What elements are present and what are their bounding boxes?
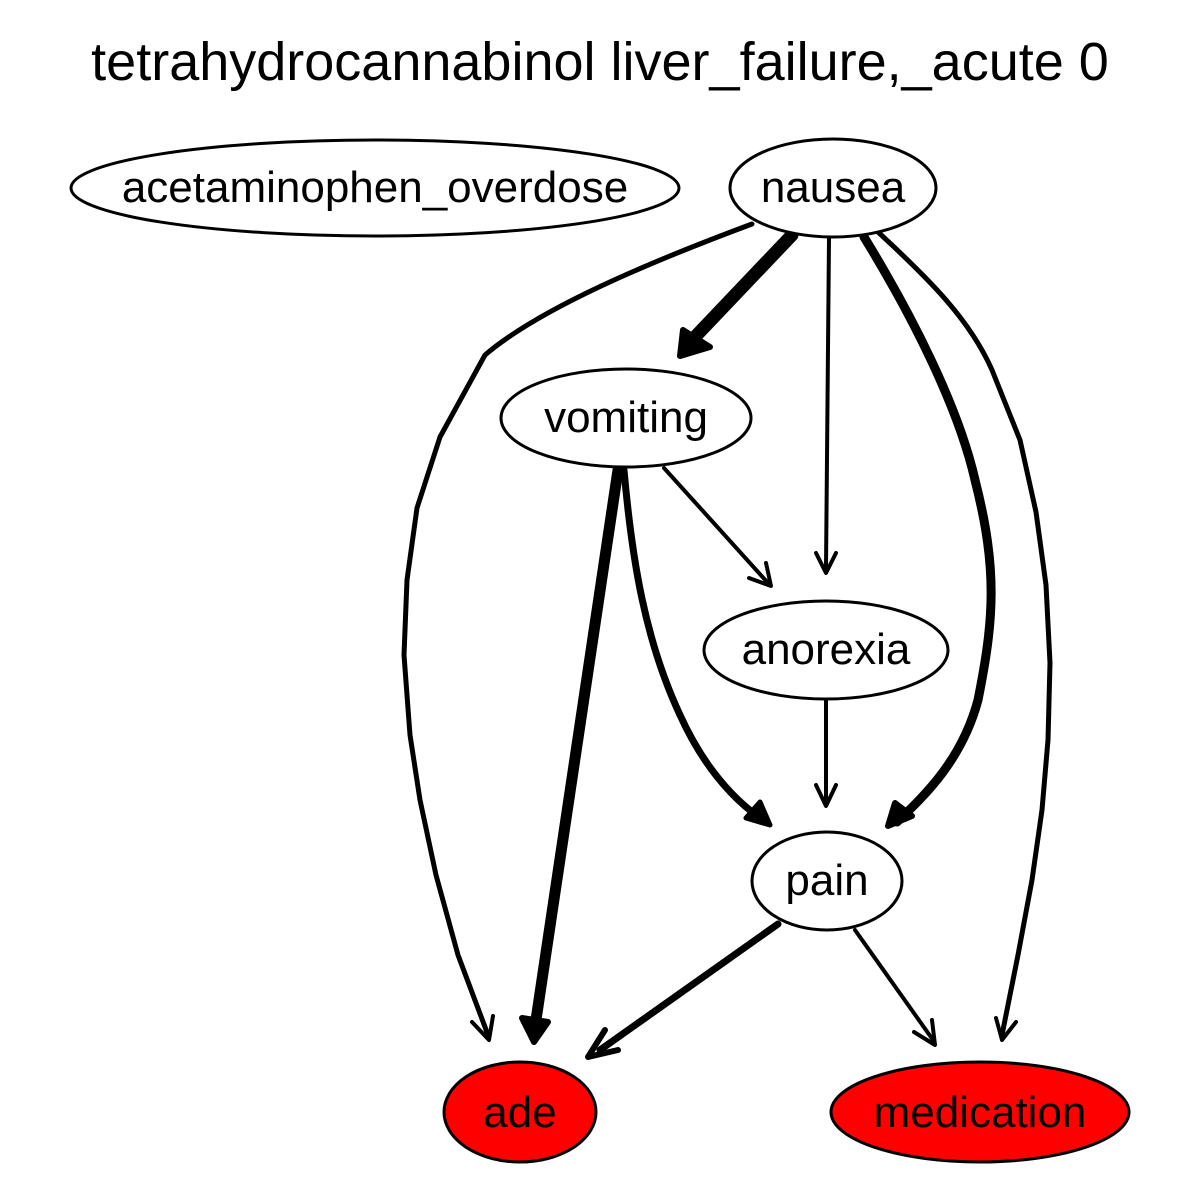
edge-nausea-vomiting (687, 228, 799, 345)
node-shape (499, 367, 753, 469)
arrowhead-nausea-pain (885, 800, 915, 829)
graph-title: tetrahydrocannabinol liver_failure,_acut… (91, 32, 1109, 92)
node-label: ade (483, 1088, 556, 1137)
node-anorexia[interactable]: anorexia (702, 599, 950, 701)
node-shape (69, 138, 681, 238)
node-label: vomiting (544, 393, 708, 442)
edge-vomiting-anorexia (662, 466, 770, 585)
node-shape (442, 1060, 598, 1164)
node-pain[interactable]: pain (750, 830, 904, 932)
arrowhead-nausea-ade (470, 1014, 495, 1042)
node-label: medication (874, 1088, 1087, 1137)
edge-nausea-ade (401, 221, 755, 1038)
node-label: nausea (761, 163, 906, 212)
arrowhead-anorexia-pain (814, 783, 838, 808)
node-ade[interactable]: ade (442, 1060, 598, 1164)
node-label: acetaminophen_overdose (122, 163, 628, 212)
edge-pain-medication (853, 928, 935, 1042)
edge-vomiting-ade (530, 464, 624, 1026)
arrowhead-vomiting-anorexia (747, 561, 773, 588)
node-shape (829, 1060, 1131, 1164)
arrowhead-nausea-medication (994, 1016, 1018, 1042)
edge-nausea-pain (859, 232, 996, 827)
arrowhead-vomiting-pain (743, 799, 773, 828)
node-shape (750, 830, 904, 932)
edge-pain-ade (596, 920, 782, 1054)
arrowhead-nausea-anorexia (814, 551, 838, 575)
node-label: pain (785, 856, 868, 905)
arrowhead-nausea-vomiting (677, 327, 713, 359)
node-medication[interactable]: medication (829, 1060, 1131, 1164)
node-vomiting[interactable]: vomiting (499, 367, 753, 469)
edges-layer (401, 221, 1053, 1060)
node-acetaminophen-overdose[interactable]: acetaminophen_overdose (69, 138, 681, 238)
edge-nausea-anorexia (824, 236, 831, 570)
arrowhead-pain-ade (585, 1027, 621, 1060)
node-shape (728, 137, 938, 239)
node-nausea[interactable]: nausea (728, 137, 938, 239)
arrowhead-pain-medication (912, 1018, 937, 1047)
edge-vomiting-pain (620, 466, 764, 822)
edge-nausea-medication (875, 229, 1053, 1038)
arrowhead-vomiting-ade (519, 1015, 551, 1045)
nodes-layer: acetaminophen_overdose nausea vomiting a… (69, 137, 1131, 1164)
node-label: anorexia (742, 625, 911, 674)
node-shape (702, 599, 950, 701)
